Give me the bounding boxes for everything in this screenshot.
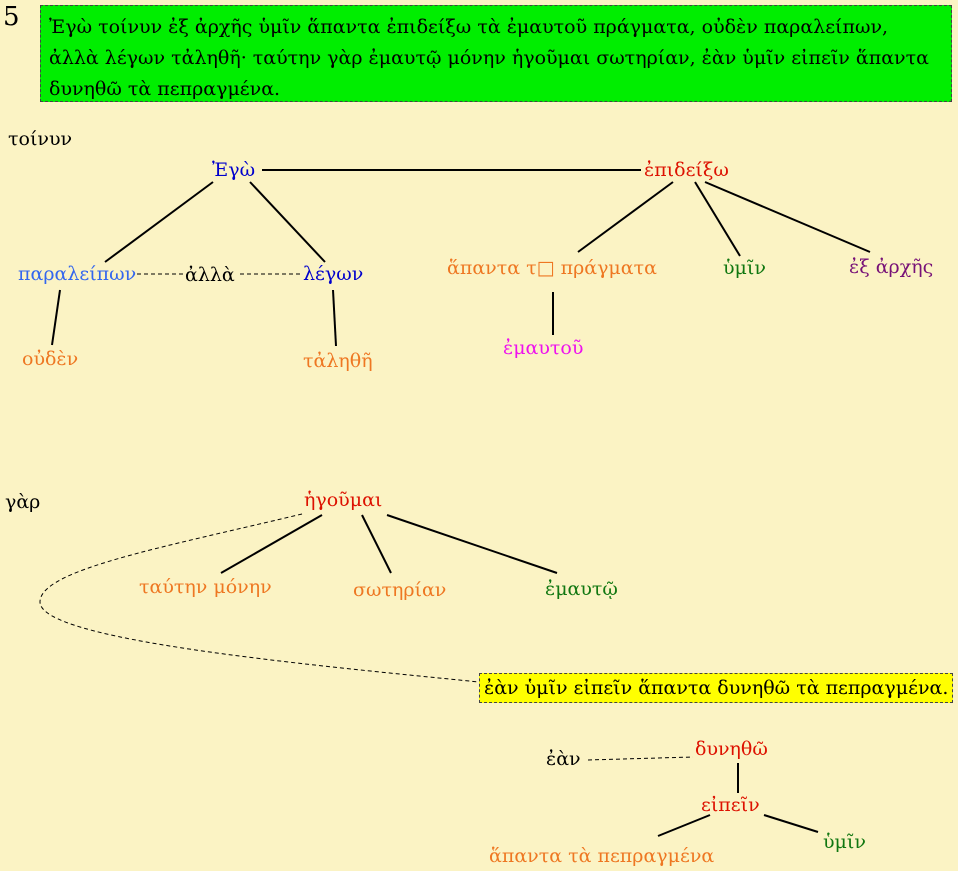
subject-node: Ἐγὼ — [212, 159, 256, 181]
infinitive-node: εἰπεῖν — [701, 794, 760, 816]
eipein-object-link — [657, 814, 711, 837]
sentence-text-box: Ἐγὼ τοίνυν ἐξ ἀρχῆς ὑμῖν ἅπαντα ἐπιδείξω… — [40, 5, 952, 102]
object-node: ταύτην μόνην — [139, 576, 272, 598]
verb-humin-link — [694, 181, 741, 257]
hegoumai-emauto-link — [386, 514, 558, 574]
indirect-object-node: ὑμῖν — [723, 257, 766, 279]
legon-talethe-link — [332, 289, 337, 347]
verb-object-link — [577, 181, 674, 253]
conjunction-node: ἐὰν — [546, 748, 581, 770]
dative-node: ἐμαυτῷ — [545, 578, 618, 600]
particle-label: τοίνυν — [8, 128, 73, 150]
genitive-node: ἐμαυτοῦ — [503, 337, 584, 359]
dashed-link — [587, 756, 694, 761]
adverbial-node: ἐξ ἀρχῆς — [849, 256, 934, 278]
hegoumai-object-link — [220, 514, 323, 574]
participle-node: παραλείπων — [18, 263, 137, 285]
indirect-object-node: ὑμῖν — [823, 831, 866, 853]
participle-node: λέγων — [303, 263, 364, 285]
clause-box: ἐὰν ὑμῖν εἰπεῖν ἅπαντα δυνηθῶ τὰ πεπραγμ… — [479, 673, 954, 703]
object-node: ἅπαντα τὰ πεπραγμένα — [489, 845, 715, 867]
sentence-number: 5 — [3, 2, 20, 32]
object-node: τἀληθῆ — [303, 350, 373, 372]
verb-node: ἐπιδείξω — [644, 159, 729, 181]
clause-curve-link — [39, 513, 480, 683]
paraleipon-ouden-link — [51, 289, 61, 346]
verb-node: ἡγοῦμαι — [304, 489, 383, 511]
hegoumai-soterian-link — [361, 514, 392, 574]
verb-node: δυνηθῶ — [695, 738, 768, 760]
object-node: οὐδὲν — [22, 348, 79, 370]
particle-label: γὰρ — [5, 491, 41, 513]
eipein-humin-link — [763, 814, 819, 833]
ego-legon-link — [249, 181, 326, 263]
ego-paraleipon-link — [104, 181, 214, 263]
predicate-node: σωτηρίαν — [353, 579, 447, 601]
direct-object-node: ἅπαντα τ□ πράγματα — [447, 257, 657, 279]
conjunction-node: ἀλλὰ — [185, 264, 235, 286]
verb-exarches-link — [704, 181, 871, 253]
